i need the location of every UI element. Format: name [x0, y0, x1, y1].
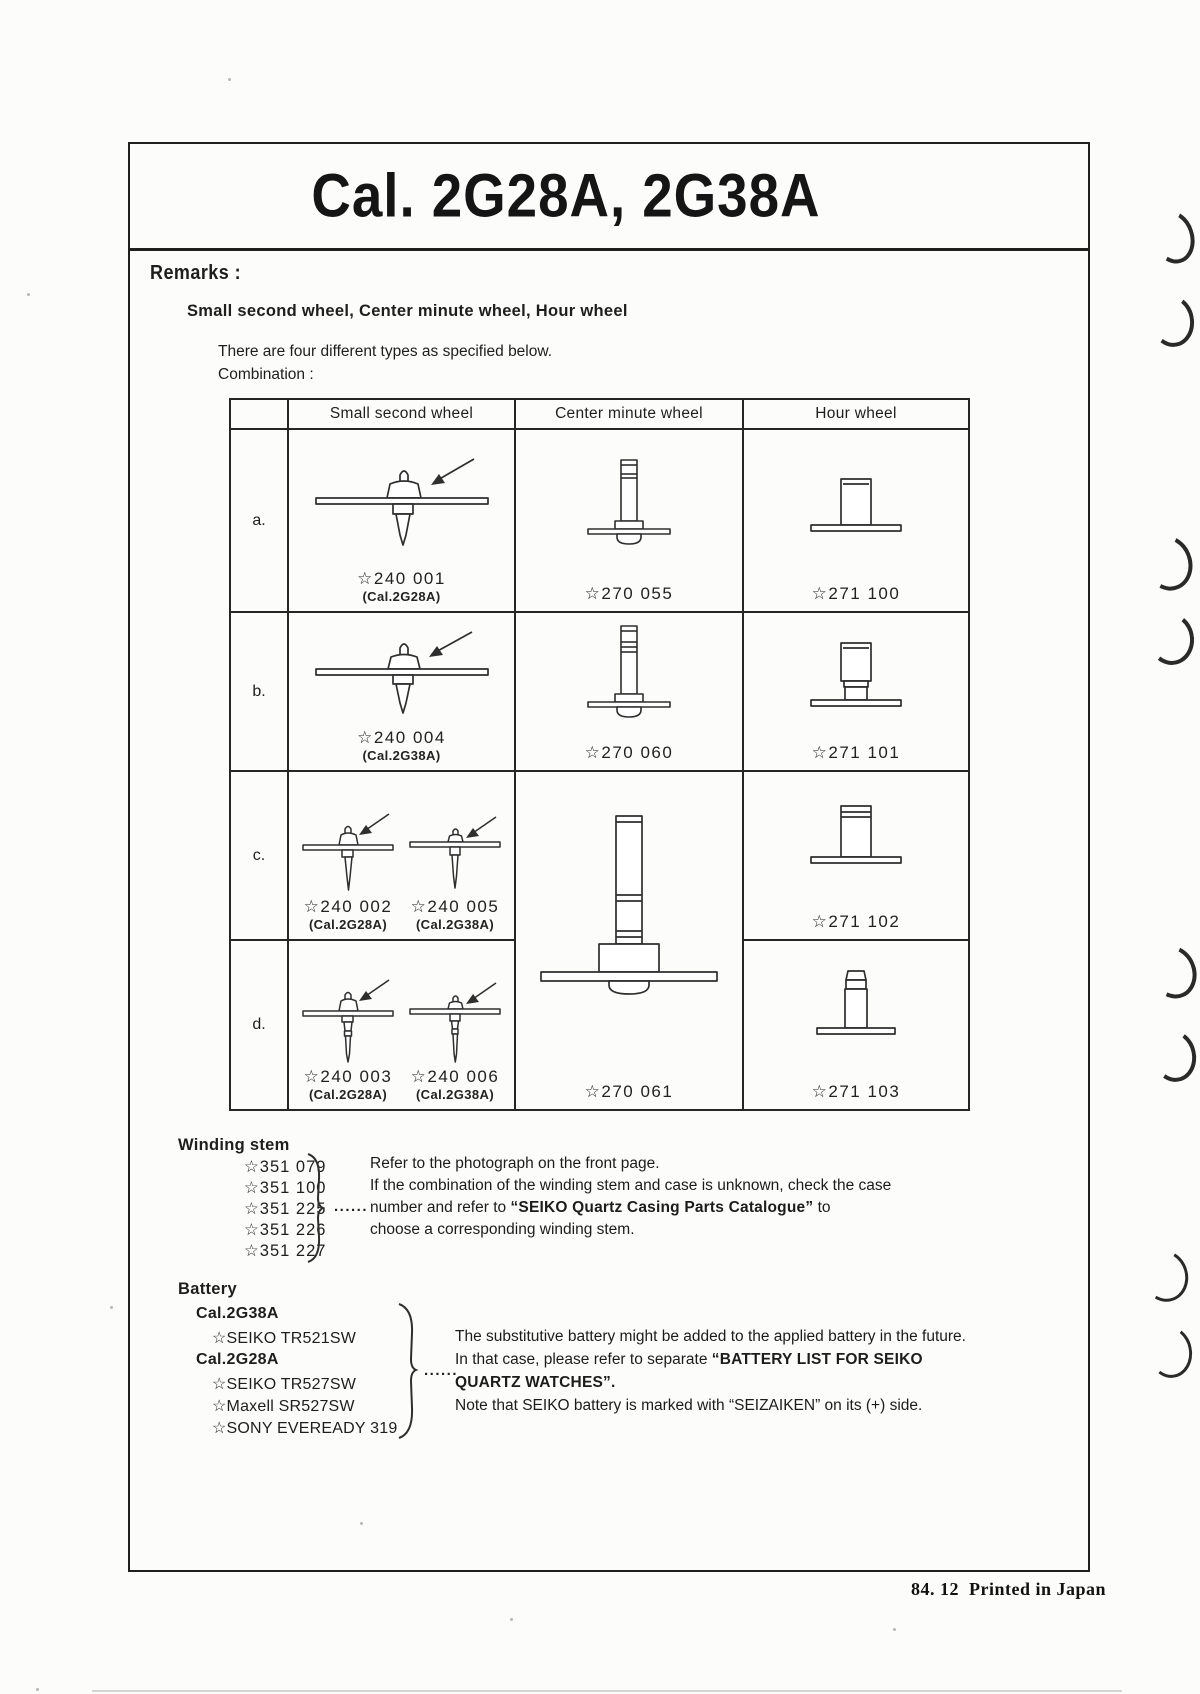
- battery-note-line3: QUARTZ WATCHES”.: [455, 1374, 616, 1391]
- remarks-heading: Remarks :: [150, 262, 242, 284]
- battery-note-line4: Note that SEIKO battery is marked with “…: [455, 1397, 923, 1414]
- winding-note-line4: choose a corresponding winding stem.: [370, 1221, 635, 1238]
- battery-heading: Battery: [178, 1280, 237, 1298]
- cal-note: (Cal.2G28A): [308, 917, 388, 932]
- battery-brace: [398, 1303, 418, 1439]
- small-second-wheel-figure-b: [304, 627, 499, 715]
- hour-wheel-figure-a: [800, 471, 912, 543]
- scan-crescent-artifact: [1144, 610, 1198, 668]
- part-number: ☆240 001: [357, 569, 446, 588]
- winding-part: ☆351 079: [244, 1158, 327, 1176]
- scan-crescent-artifact: [1147, 1025, 1200, 1087]
- winding-brace: [307, 1153, 325, 1263]
- small-second-wheel-figure-c2: [404, 809, 507, 897]
- table-row-d: d.: [229, 939, 970, 1111]
- cal-note: (Cal.2G28A): [308, 1087, 388, 1102]
- combination-table: Small second wheel Center minute wheel H…: [229, 398, 970, 1111]
- battery-note-line2: In that case, please refer to separate “…: [455, 1351, 923, 1368]
- remarks-combination: Combination :: [218, 366, 314, 383]
- scan-crescent-artifact: [1144, 204, 1200, 270]
- hour-wheel-figure-b: [800, 638, 912, 718]
- cal-note: (Cal.2G38A): [415, 1087, 495, 1102]
- battery-note-line1: The substitutive battery might be added …: [455, 1328, 966, 1345]
- part-number: ☆240 003: [303, 1067, 393, 1086]
- cal-note: (Cal.2G28A): [362, 589, 441, 604]
- battery-item: ☆Maxell SR527SW: [212, 1398, 355, 1415]
- table-row-c: c. ☆240 002: [229, 770, 970, 1111]
- row-label-d: d.: [252, 1016, 266, 1033]
- center-minute-wheel-figure-b: [574, 623, 684, 733]
- scan-speck: [27, 293, 30, 296]
- row-label-a: a.: [252, 511, 266, 529]
- center-minute-wheel-figure-a: [574, 455, 684, 560]
- cal-note: (Cal.2G38A): [362, 748, 441, 763]
- table-header-row: Small second wheel Center minute wheel H…: [229, 398, 970, 430]
- small-second-wheel-figure-a: [304, 452, 499, 547]
- page-title: Cal. 2G28A, 2G38A: [311, 161, 821, 231]
- battery-item: ☆SEIKO TR521SW: [212, 1330, 357, 1347]
- part-number: ☆240 005: [410, 897, 500, 916]
- table-row-a: a. ☆240 001: [229, 428, 970, 613]
- battery-cal-2g28a: Cal.2G28A: [196, 1351, 279, 1368]
- winding-note-line1: Refer to the photograph on the front pag…: [370, 1155, 660, 1172]
- hour-wheel-figure-d: [804, 966, 908, 1058]
- battery-item: ☆SEIKO TR527SW: [212, 1376, 357, 1393]
- header-blank: [229, 398, 289, 430]
- winding-note-line3: number and refer to “SEIKO Quartz Casing…: [370, 1199, 831, 1216]
- winding-part: ☆351 226: [244, 1221, 327, 1239]
- scan-speck: [893, 1628, 896, 1631]
- part-number: ☆270 055: [584, 584, 674, 603]
- winding-part: ☆351 225: [244, 1200, 327, 1218]
- winding-part: ☆351 100: [244, 1179, 327, 1197]
- part-number: ☆270 060: [584, 743, 674, 762]
- footer-imprint: 84. 12 Printed in Japan: [910, 1579, 1106, 1599]
- header-center-minute-wheel: Center minute wheel: [514, 398, 744, 430]
- scan-crescent-artifact: [1143, 1322, 1197, 1382]
- part-number: ☆240 006: [410, 1067, 500, 1086]
- part-number: ☆240 002: [303, 897, 393, 916]
- part-number: ☆271 101: [811, 743, 901, 762]
- battery-cal-2g38a: Cal.2G38A: [196, 1305, 279, 1322]
- scan-crescent-artifact: [1135, 528, 1200, 598]
- winding-part: ☆351 227: [244, 1242, 327, 1260]
- row-label-c: c.: [252, 846, 266, 864]
- small-second-wheel-figure-d2: [404, 975, 507, 1067]
- hour-wheel-figure-c: [800, 801, 912, 883]
- small-second-wheel-figure-d1: [297, 975, 400, 1067]
- scan-speck: [510, 1618, 513, 1621]
- winding-stem-heading: Winding stem: [178, 1136, 290, 1154]
- part-number: ☆271 102: [811, 912, 901, 931]
- part-number: ☆271 103: [811, 1082, 901, 1101]
- scan-crescent-artifact: [1145, 291, 1199, 351]
- scan-smudge: [92, 1690, 1122, 1692]
- scan-crescent-artifact: [1135, 1244, 1195, 1308]
- page-frame: Cal. 2G28A, 2G38A: [128, 142, 1090, 1572]
- title-band: Cal. 2G28A, 2G38A: [130, 144, 1088, 251]
- remarks-intro: There are four different types as specif…: [218, 343, 553, 360]
- remarks-subheading: Small second wheel, Center minute wheel,…: [187, 302, 628, 320]
- header-small-second-wheel: Small second wheel: [287, 398, 516, 430]
- part-number: ☆240 004: [357, 728, 446, 747]
- table-row-b: b. ☆240 004: [229, 611, 970, 772]
- row-label-b: b.: [252, 682, 266, 700]
- part-number: ☆270 061: [584, 1082, 674, 1101]
- header-hour-wheel: Hour wheel: [742, 398, 970, 430]
- winding-dots: ......: [334, 1198, 369, 1215]
- scan-speck: [110, 1306, 113, 1309]
- scan-speck: [36, 1688, 39, 1691]
- battery-dots: ......: [424, 1362, 459, 1379]
- center-minute-wheel-figure-cd: [529, 811, 729, 1043]
- part-number: ☆271 100: [811, 584, 901, 603]
- scan-speck: [360, 1522, 363, 1525]
- small-second-wheel-figure-c1: [297, 809, 400, 897]
- winding-note-line2: If the combination of the winding stem a…: [370, 1177, 892, 1194]
- scan-speck: [228, 78, 231, 81]
- cal-note: (Cal.2G38A): [415, 917, 495, 932]
- scan-crescent-artifact: [1141, 938, 1200, 1006]
- battery-item: ☆SONY EVEREADY 319: [212, 1420, 398, 1437]
